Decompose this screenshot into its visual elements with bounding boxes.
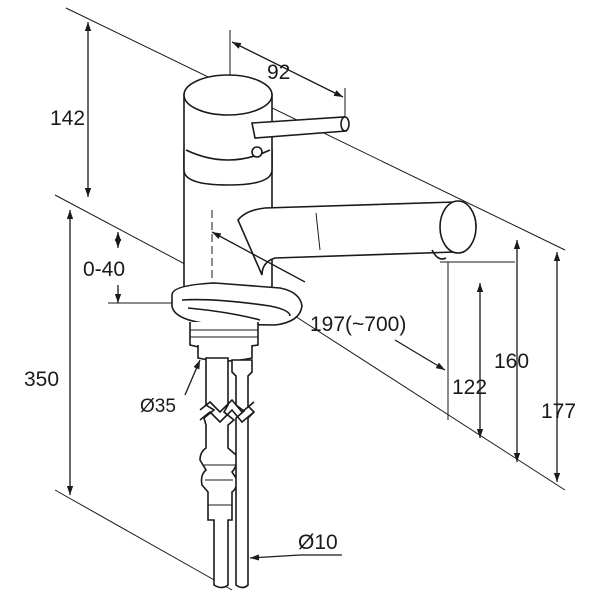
dim-hole-diameter: Ø35	[140, 396, 176, 417]
extension-lines	[54, 7, 566, 591]
dim-body-height: 142	[50, 107, 85, 130]
dim-deck-adjust: 0-40	[83, 258, 125, 281]
dim-spout-clearance: 122	[452, 376, 487, 399]
dim-spout-height: 160	[494, 350, 529, 373]
dim-spout-reach: 197(~700)	[310, 313, 406, 336]
dim-lever-reach: 92	[267, 61, 290, 84]
supply-hoses	[199, 357, 256, 589]
dim-total-height: 350	[24, 368, 59, 391]
dim-overall-height: 177	[541, 400, 576, 423]
dim-hose-diameter: Ø10	[298, 531, 338, 554]
dimension-lines	[66, 22, 561, 561]
